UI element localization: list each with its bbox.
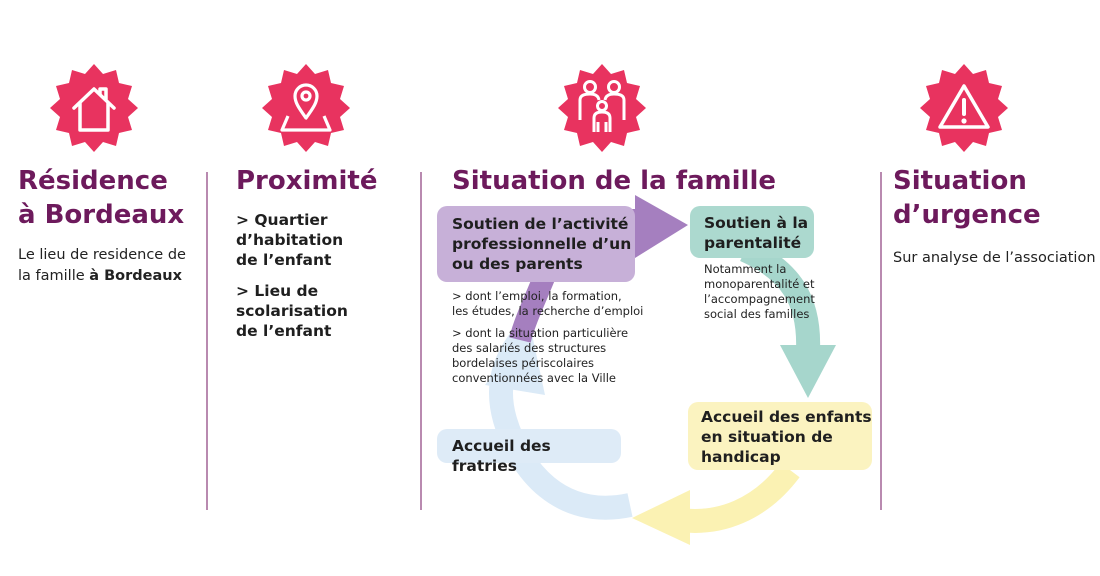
map-pin-badge-icon (262, 64, 350, 152)
house-icon (72, 87, 116, 132)
residence-title: Résidence à Bordeaux (18, 166, 185, 230)
purple-arrow-head (635, 195, 688, 258)
yellow-arrow-head (632, 490, 690, 545)
box-activite-professionnelle: Soutien de l’activité professionnelle d’… (437, 206, 635, 282)
teal-arrow-head (780, 345, 836, 398)
box-fratries: Accueil des fratries (437, 429, 621, 475)
box-parentalite: Soutien à la parentalité (690, 206, 814, 258)
residence-text: Le lieu de residence de la famille à Bor… (18, 247, 186, 284)
family-icon (578, 80, 626, 132)
activite-detail-emploi: > dont l’emploi, la formation, les étude… (452, 289, 644, 318)
map-pin-icon (280, 83, 332, 132)
house-badge-icon (50, 64, 138, 152)
yellow-arrow (678, 462, 800, 533)
situation-famille-title: Situation de la famille (452, 166, 777, 196)
box-handicap: Accueil des enfants en situation de hand… (688, 402, 872, 470)
proximite-title: Proximité (236, 166, 378, 196)
criterion-quartier: > Quartier d’habitation de l’enfant (236, 211, 344, 269)
warning-icon (938, 84, 990, 129)
parentalite-detail: Notamment la monoparentalité et l’accomp… (704, 262, 815, 321)
blue-arrow-head (485, 325, 545, 395)
activite-detail-periscolaire: > dont la situation particulière des sal… (452, 326, 629, 385)
urgence-title: Situation d’urgence (893, 166, 1041, 230)
warning-badge-icon (920, 64, 1008, 152)
divider-2 (420, 172, 422, 510)
urgence-text: Sur analyse de l’association (893, 250, 1096, 266)
divider-3 (880, 172, 882, 510)
family-badge-icon (558, 64, 646, 152)
divider-1 (206, 172, 208, 510)
criterion-scolarisation: > Lieu de scolarisation de l’enfant (236, 282, 348, 340)
